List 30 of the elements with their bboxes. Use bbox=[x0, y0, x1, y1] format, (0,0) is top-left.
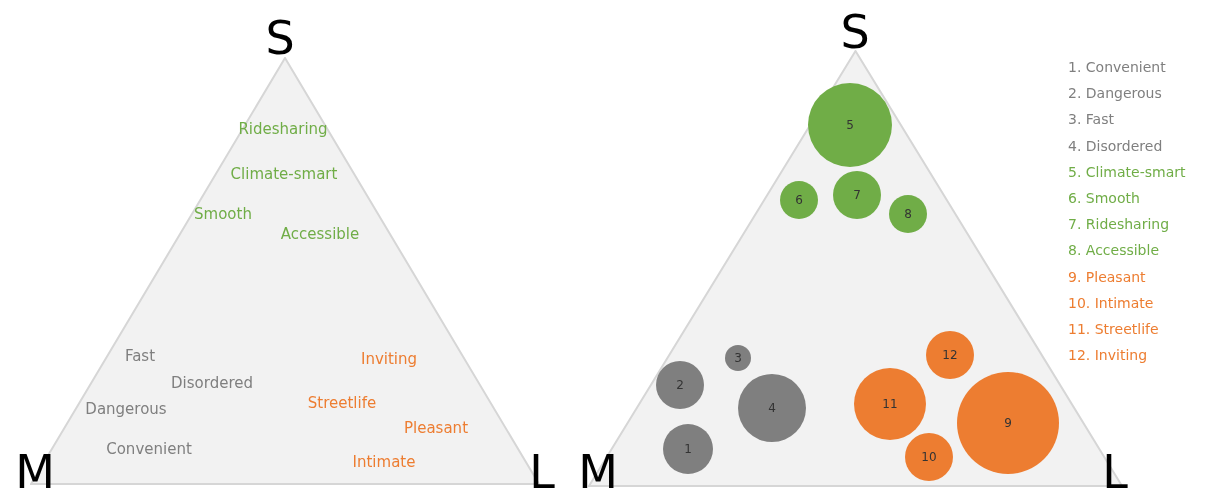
legend-entry: 6. Smooth bbox=[1068, 191, 1140, 205]
attribute-label: Disordered bbox=[171, 375, 253, 391]
legend-entry: 2. Dangerous bbox=[1068, 86, 1162, 101]
legend-entry: 7. Ridesharing bbox=[1068, 217, 1170, 232]
corner-letter: S bbox=[840, 9, 870, 55]
attribute-label: Fast bbox=[124, 348, 156, 364]
legend-entry: 9. Pleasant bbox=[1068, 269, 1146, 284]
attribute-label: Accessible bbox=[280, 226, 360, 242]
corner-letter: S bbox=[265, 15, 295, 61]
attribute-label: Climate-smart bbox=[230, 166, 338, 182]
legend-entry: 10. Intimate bbox=[1068, 295, 1154, 310]
attribute-label: Pleasant bbox=[404, 420, 468, 436]
legend-entry: 11. Streetlife bbox=[1068, 322, 1159, 336]
corner-letter: M bbox=[578, 449, 618, 495]
legend-entry: 12. Inviting bbox=[1068, 348, 1148, 363]
legend-entry: 4. Disordered bbox=[1068, 138, 1163, 153]
attribute-label: Streetlife bbox=[307, 395, 377, 411]
attribute-label: Intimate bbox=[352, 454, 416, 470]
legend-entry: 5. Climate-smart bbox=[1068, 164, 1186, 179]
legend-entry: 1. Convenient bbox=[1068, 60, 1166, 74]
corner-letter: L bbox=[529, 449, 555, 495]
attribute-label: Smooth bbox=[194, 206, 252, 222]
legend-entry: 3. Fast bbox=[1068, 112, 1114, 127]
corner-letter: M bbox=[15, 449, 55, 495]
corner-letter: L bbox=[1102, 449, 1128, 495]
attribute-label: Dangerous bbox=[85, 401, 167, 417]
attribute-label: Inviting bbox=[360, 351, 418, 367]
attribute-label: Convenient bbox=[106, 441, 192, 457]
attribute-label: Ridesharing bbox=[238, 121, 328, 137]
legend-entry: 8. Accessible bbox=[1068, 243, 1159, 258]
